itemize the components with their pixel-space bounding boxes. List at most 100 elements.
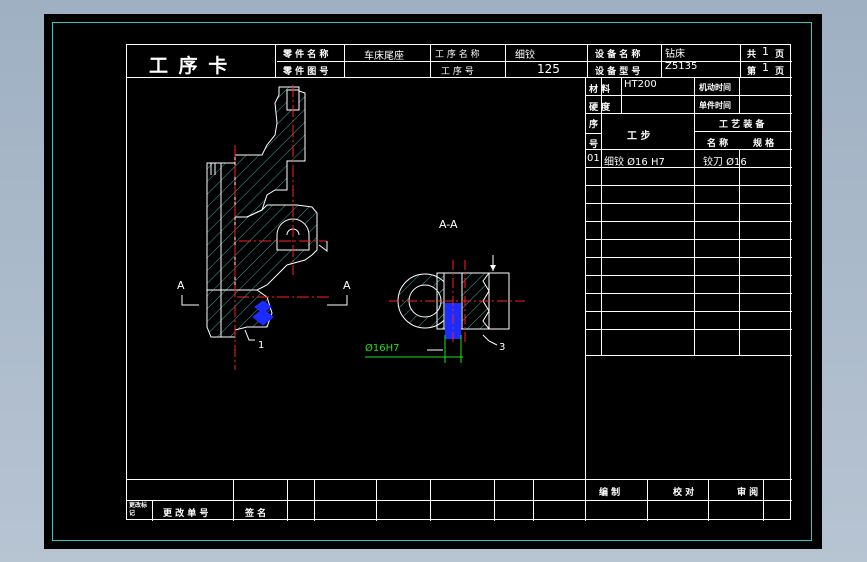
side-hline [585, 95, 792, 96]
header-vline [661, 45, 662, 77]
side-hline [585, 257, 792, 258]
footer-vline [494, 479, 495, 521]
clamp-arrow-head [490, 265, 496, 271]
total-value: 1 [762, 45, 769, 58]
footer-vline [430, 479, 431, 521]
footer-top-line [127, 479, 792, 480]
part-name-label: 零 件 名 称 [283, 50, 329, 60]
equip-label: 工 艺 装 备 [719, 120, 765, 130]
section-title: A-A [439, 218, 458, 231]
side-hline [585, 113, 792, 114]
seq-label-top: 序 [589, 120, 599, 130]
side-hline [585, 293, 792, 294]
outer-frame [52, 22, 812, 541]
name-label: 名 称 [707, 139, 729, 149]
main-section-view [181, 85, 348, 370]
header-vline [275, 45, 276, 77]
header-vline [344, 45, 345, 77]
change-mark: 更改标记 [129, 502, 148, 517]
leader-1-line [244, 329, 255, 341]
leader-1-label: 1 [258, 340, 264, 351]
step-label: 工 步 [627, 131, 651, 142]
footer-vline [376, 479, 377, 521]
footer-vline [287, 479, 288, 521]
review: 审 阅 [737, 488, 759, 498]
side-vline [739, 149, 740, 355]
side-hline [585, 355, 792, 356]
side-vline [694, 77, 695, 355]
part-no-label: 零 件 图 号 [283, 67, 329, 77]
header-vline [430, 45, 431, 77]
process-card: 工 序 卡 零 件 名 称 车床尾座 零 件 图 号 工 序 名 称 细铰 工 … [126, 44, 792, 521]
section-arrow-left [181, 295, 199, 306]
op-name-label: 工 序 名 称 [435, 50, 480, 60]
hardness-label: 硬 度 [589, 103, 611, 113]
equip-name-value: 钻床 [665, 49, 685, 60]
upper-arm [234, 86, 306, 218]
unit-time-label: 单件时间 [699, 101, 731, 110]
row-seq: 01 [587, 153, 600, 164]
op-name-value: 细铰 [515, 50, 535, 61]
section-label-left: A [177, 279, 185, 292]
leader-3-line [482, 334, 498, 346]
section-label-right: A [343, 279, 351, 292]
header-bottom-line [127, 77, 792, 78]
footer-vline [533, 479, 534, 521]
leader-marker [318, 241, 328, 252]
footer-vline [647, 479, 648, 521]
op-no-value: 125 [537, 62, 560, 76]
side-vline [601, 77, 602, 355]
dimension-label: Ø16H7 [365, 342, 399, 354]
section-arrow-right [327, 295, 348, 306]
card-title: 工 序 卡 [149, 55, 230, 77]
sign: 签 名 [245, 509, 267, 519]
spec-label: 规 格 [753, 139, 775, 149]
equip-model-label: 设 备 型 号 [595, 67, 641, 77]
equip-model-value: Z5135 [665, 61, 698, 72]
side-hline [585, 239, 792, 240]
page-label: 第 [747, 67, 757, 77]
side-hline [585, 149, 792, 150]
change-doc: 更 改 单 号 [163, 509, 209, 519]
side-hline [585, 167, 792, 168]
side-hline [585, 275, 792, 276]
header-vline [587, 45, 588, 77]
side-hline [585, 221, 792, 222]
drawing-canvas: 工 序 卡 零 件 名 称 车床尾座 零 件 图 号 工 序 名 称 细铰 工 … [44, 14, 822, 549]
side-hline [694, 131, 792, 132]
section-aa-view [365, 255, 525, 363]
reamer-main [252, 300, 274, 326]
row-tool: 铰刀 Ø16 [703, 157, 747, 168]
footer-hline [127, 500, 792, 501]
side-table-left-line [585, 77, 586, 479]
leader-3-label: 3 [499, 342, 505, 353]
side-hline [585, 329, 792, 330]
page-unit-1: 页 [775, 50, 785, 60]
equip-name-label: 设 备 名 称 [595, 50, 641, 60]
op-no-label: 工 序 号 [441, 67, 474, 77]
material-value: HT200 [624, 79, 657, 90]
page-value: 1 [762, 61, 769, 74]
footer-vline [708, 479, 709, 521]
side-hline [585, 311, 792, 312]
material-label: 材 料 [589, 85, 611, 95]
page-unit-2: 页 [775, 67, 785, 77]
seq-label-bottom: 号 [589, 140, 599, 150]
total-label: 共 [747, 50, 757, 60]
row-step: 细铰 Ø16 H7 [604, 157, 665, 168]
compile: 编 制 [599, 488, 621, 498]
part-name-value: 车床尾座 [364, 51, 404, 62]
footer-vline [314, 479, 315, 521]
side-hline [585, 185, 792, 186]
bottom-flange [206, 289, 273, 338]
footer-vline [585, 479, 586, 521]
side-hline [585, 203, 792, 204]
footer-vline [233, 479, 234, 521]
footer-vline [763, 479, 764, 521]
header-mid-line [277, 61, 792, 62]
part-drawing: A A 1 A-A [177, 85, 525, 370]
header-vline [505, 45, 506, 77]
check: 校 对 [673, 488, 695, 498]
side-hline [585, 133, 601, 134]
machine-time-label: 机动时间 [699, 83, 731, 92]
